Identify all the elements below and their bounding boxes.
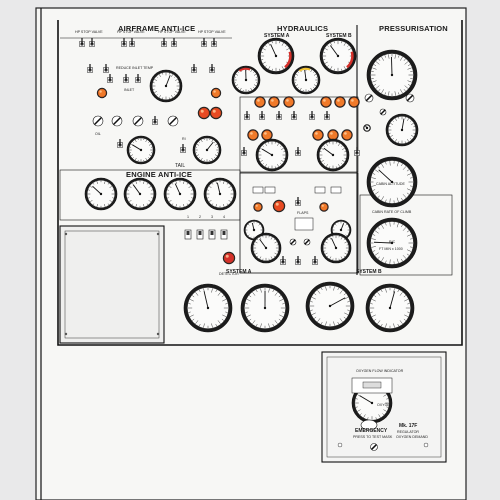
system-a-label: SYSTEM A xyxy=(264,33,290,39)
cabin-rate-of-climb-gauge-needle xyxy=(373,241,393,244)
hp-valve-label-4: HP STOP VALVE xyxy=(198,30,226,34)
system-a-pressure-gauge-needle xyxy=(203,291,209,309)
system-a-lower-label: SYSTEM A xyxy=(226,269,252,275)
engine-anti-ice-gauge-4-needle xyxy=(216,182,221,195)
differential-pressure-gauge-needle xyxy=(401,118,405,131)
hp-valve-label-1: HP STOP VALVE xyxy=(75,30,103,34)
hydraulics-title: HYDRAULICS xyxy=(277,24,329,33)
regulator-model-label: Mk. 17F xyxy=(399,423,418,429)
airframe-temp-gauge-needle xyxy=(165,75,171,87)
system-b-label: SYSTEM B xyxy=(326,33,352,39)
switch-number-1: 1 xyxy=(187,215,189,219)
hyd-top-lamp-2 xyxy=(269,97,279,107)
hyd-indicator-2 xyxy=(264,186,276,194)
emergency-press-button xyxy=(360,419,378,431)
oil-label: OIL xyxy=(95,132,101,136)
hyd-mid-lamp-3 xyxy=(313,130,323,140)
engine-anti-ice-gauge-3-needle xyxy=(174,183,181,195)
system-b-pressure-gauge-needle xyxy=(329,297,346,307)
detector-label: DETECTOR xyxy=(219,272,239,276)
cabin-rate-climb-label: CABIN RATE OF CLIMB xyxy=(372,210,412,214)
pressurisation-title: PRESSURISATION xyxy=(379,24,448,33)
hyd-mid-lamp-4 xyxy=(328,130,338,140)
hyd-indicator-1 xyxy=(252,186,264,194)
regulator-sub-label: OXYGEN DEMAND xyxy=(396,435,428,439)
hyd-top-lamp-1 xyxy=(255,97,265,107)
engine-anti-ice-gauge-1-needle xyxy=(92,185,102,195)
switch-number-3: 3 xyxy=(211,215,213,219)
airframe-warning-lamp-4 xyxy=(210,107,222,119)
hyd-indicator-3 xyxy=(314,186,326,194)
hyd-a-pressure-gauge-needle xyxy=(270,44,277,57)
hyd-b-contents-gauge-needle xyxy=(304,69,307,81)
hyd-top-lamp-3 xyxy=(284,97,294,107)
hyd-lower-lamp-1 xyxy=(254,203,262,211)
engine-anti-ice-title: ENGINE ANTI-ICE xyxy=(126,170,193,179)
hyd-top-lamp-6 xyxy=(349,97,359,107)
system-b-temperature-gauge-needle xyxy=(389,291,396,309)
hyd-lower-a-gauge-needle xyxy=(259,239,267,249)
hyd-indicator-4 xyxy=(330,186,342,194)
flaps-label: FLAPS xyxy=(297,211,309,215)
hyd-mid-lamp-2 xyxy=(262,130,272,140)
panel-frame xyxy=(57,20,463,346)
cabin-pressure-controller-dial-needle xyxy=(391,56,393,76)
airframe-pressure-gauge-needle xyxy=(132,144,142,151)
oxygen-flow-indicator-label: OXYGEN FLOW INDICATOR xyxy=(356,369,404,373)
reduce-inlet-temp-label: REDUCE INLET TEMP xyxy=(116,66,154,70)
switch-number-2: 2 xyxy=(199,215,201,219)
airframe-warning-lamp-2 xyxy=(211,88,221,98)
press-to-test-label: PRESS TO TEST MASK xyxy=(353,435,393,439)
hyd-b-pressure-gauge-needle xyxy=(330,45,339,57)
system-b-lower-label: SYSTEM B xyxy=(356,269,382,275)
hyd-a-accumulator-gauge-needle xyxy=(261,148,273,156)
cabin-altitude-label: CABIN ALTITUDE xyxy=(376,182,405,186)
airframe-anti-ice-title: AIRFRAME ANTI-ICE xyxy=(118,24,196,33)
engine-anti-ice-gauge-2-needle xyxy=(132,184,141,195)
cabin-climb-unit-label: FT MIN x 1000 xyxy=(379,247,403,251)
emergency-label: EMERGENCY xyxy=(355,428,388,434)
hyd-b-accumulator-gauge-needle xyxy=(323,147,334,156)
regulator-label: REGULATOR xyxy=(397,430,420,434)
hyd-mid-lamp-5 xyxy=(342,130,352,140)
airframe-warning-lamp-1 xyxy=(97,88,107,98)
hyd-lower-lamp-3 xyxy=(320,203,328,211)
hyd-mid-lamp-1 xyxy=(248,130,258,140)
cabin-climb-rc-label: R/C xyxy=(389,240,396,244)
hp-valve-label-2: HP STOP VALVE xyxy=(117,30,145,34)
airframe-warning-lamp-3 xyxy=(198,107,210,119)
hyd-top-lamp-4 xyxy=(321,97,331,107)
hyd-lower-lamp-2 xyxy=(273,200,285,212)
cabin-altitude-gauge-needle xyxy=(378,169,393,183)
hyd-lower-b-gauge-needle xyxy=(331,237,337,249)
tail-label: TAIL xyxy=(175,163,186,169)
tail-temp-gauge-needle xyxy=(206,141,214,151)
inlet-label: INLET xyxy=(124,88,135,92)
flaps-indicator xyxy=(294,217,314,231)
switch-number-4: 4 xyxy=(223,215,225,219)
hp-valve-label-3: HP STOP VALVE xyxy=(158,30,186,34)
ri-label: RI xyxy=(182,137,186,141)
fire-detector-lamp xyxy=(223,252,235,264)
oxygen-label: OXYGEN xyxy=(377,403,393,407)
oxygen-contents-gauge-needle xyxy=(359,395,373,404)
hyd-top-lamp-5 xyxy=(335,97,345,107)
access-cover-panel xyxy=(59,225,165,344)
